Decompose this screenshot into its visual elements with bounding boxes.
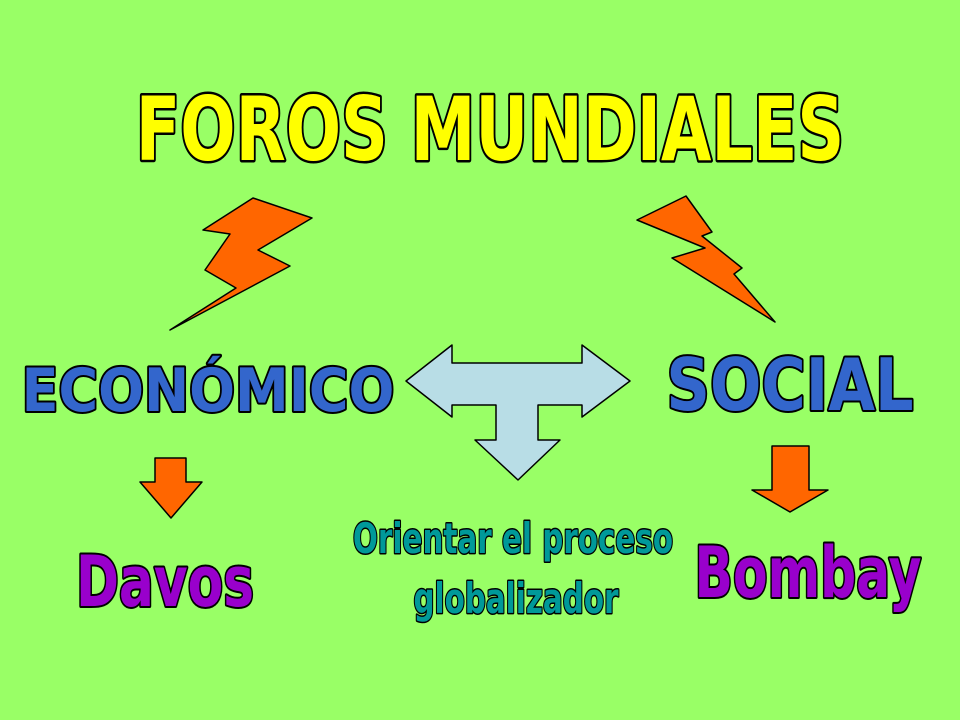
down-arrow-icon	[751, 445, 829, 513]
social-label: SOCIAL	[666, 343, 913, 427]
t-arrow-icon	[405, 344, 631, 481]
davos-label: Davos	[76, 541, 254, 623]
lightning-bolt-icon	[636, 195, 776, 323]
down-arrow-icon	[139, 457, 203, 519]
economic-label: ECONÓMICO	[22, 354, 395, 425]
center-text-line2: globalizador	[413, 574, 618, 624]
lightning-bolt-icon	[169, 197, 313, 331]
bombay-label: Bombay	[695, 533, 922, 614]
center-text-line1: Orientar el proceso	[353, 514, 673, 564]
title: FOROS MUNDIALES	[136, 79, 844, 181]
